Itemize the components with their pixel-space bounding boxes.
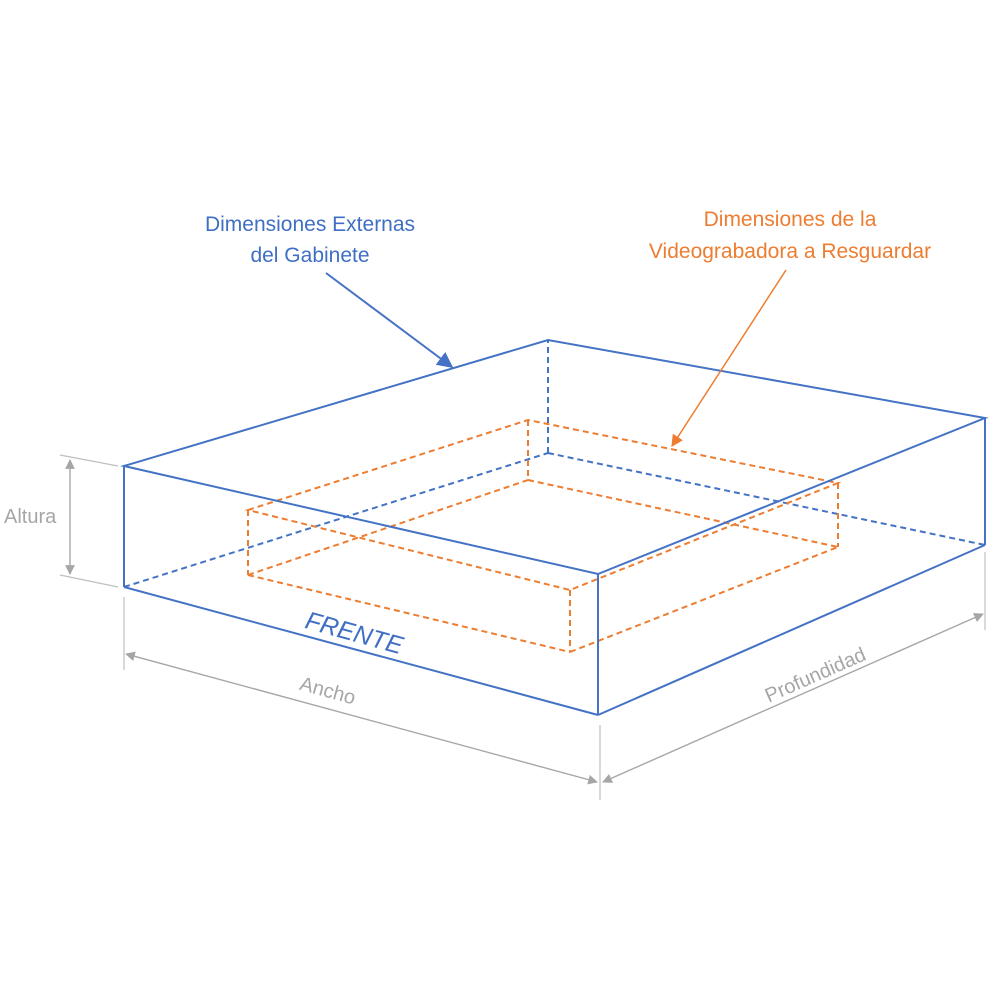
depth-dimension-line (602, 613, 984, 783)
height-extension-top (59, 454, 119, 467)
depth-label: Profundidad (762, 644, 870, 708)
width-dimension-line (125, 651, 598, 785)
front-label: FRENTE (302, 606, 406, 660)
recorder-label-line1: Dimensiones de la (704, 208, 877, 231)
cabinet-label-line2: del Gabinete (250, 244, 369, 267)
cabinet-hidden-edge-back-right (547, 452, 986, 546)
recorder-top-face (244, 418, 842, 592)
cabinet-edge-bottom-front (123, 586, 599, 716)
recorder-box (244, 418, 842, 653)
height-label: Altura (4, 506, 57, 528)
width-label: Ancho (297, 673, 358, 709)
recorder-label-line2: Videograbadora a Resguardar (649, 240, 931, 263)
cabinet-hidden-edge-back-left (123, 452, 549, 588)
width-dimension (123, 597, 601, 800)
height-dimension (59, 454, 119, 588)
recorder-callout-arrow (671, 269, 787, 448)
depth-dimension (602, 552, 986, 783)
recorder-edge-bottom-right (569, 546, 839, 653)
recorder-hidden-back-right (527, 479, 839, 548)
height-extension-bottom (59, 574, 119, 588)
cabinet-callout-arrow (325, 272, 454, 368)
recorder-edge-bottom-front (247, 574, 571, 653)
recorder-hidden-back-left (247, 479, 529, 576)
cabinet-top-face (120, 338, 989, 576)
cabinet-hidden-edges (123, 340, 986, 588)
cabinet-label-line1: Dimensiones Externas (205, 213, 415, 236)
